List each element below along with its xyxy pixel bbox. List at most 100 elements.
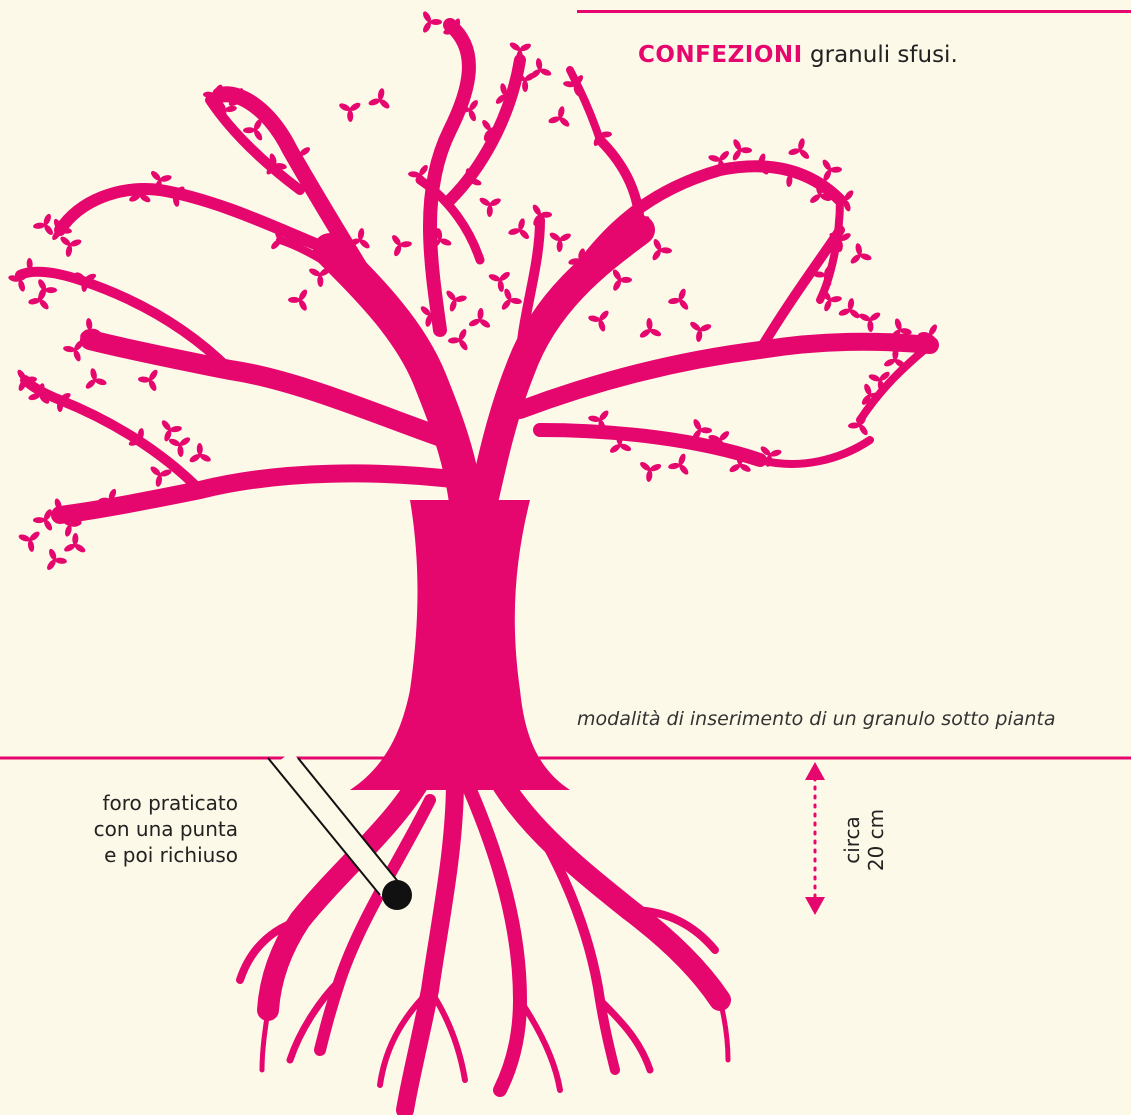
leaf: [646, 470, 653, 483]
trunk-branch: [90, 340, 450, 440]
leaf: [660, 247, 672, 254]
leaf: [695, 330, 703, 343]
leaf: [85, 318, 93, 331]
leaf: [317, 275, 324, 287]
leaf-cluster: [63, 339, 85, 362]
leaf-cluster: [508, 218, 531, 241]
leaf-cluster: [639, 460, 663, 482]
leaf-cluster: [689, 320, 713, 342]
root: [470, 790, 520, 1090]
leaf-cluster: [448, 328, 469, 352]
leaf-cluster: [33, 508, 54, 532]
depth-label: circa 20 cm: [840, 805, 910, 875]
leaf-cluster: [611, 268, 632, 292]
leaf-cluster: [45, 548, 67, 572]
leaf: [487, 205, 493, 217]
leaf: [65, 244, 73, 257]
leaf: [588, 415, 601, 423]
leaf-cluster: [548, 106, 571, 129]
leaf: [27, 539, 35, 552]
diagram-caption: modalità di inserimento di un granulo so…: [577, 708, 1056, 730]
leaf: [497, 280, 505, 293]
double-arrow-icon: [805, 762, 825, 915]
leaf: [556, 240, 563, 252]
leaf: [197, 443, 203, 455]
leaf: [646, 318, 653, 330]
leaf: [620, 277, 632, 283]
leaf: [448, 337, 460, 344]
leaf: [668, 462, 681, 470]
leaf-cluster: [84, 368, 107, 391]
hole-label-line: con una punta: [60, 816, 238, 842]
leaf-cluster: [668, 453, 690, 476]
leaf-cluster: [188, 443, 212, 464]
leaf: [288, 297, 300, 303]
leaf: [847, 298, 855, 311]
leaf-cluster: [821, 158, 842, 182]
leaf: [33, 222, 46, 229]
leaf: [347, 110, 353, 122]
leaf-cluster: [548, 231, 572, 252]
granule-dot-icon: [382, 880, 412, 910]
leaf: [700, 427, 712, 434]
leaf: [224, 105, 237, 113]
leaf-cluster: [731, 138, 752, 162]
root: [720, 1000, 728, 1060]
leaf: [522, 80, 528, 92]
leaf-cluster: [668, 288, 690, 311]
leaf: [535, 58, 543, 71]
leaf-cluster: [445, 289, 468, 312]
hole-label-line: foro praticato: [60, 790, 238, 816]
leaf: [918, 332, 930, 338]
leaf: [377, 88, 385, 101]
root: [520, 1000, 560, 1090]
depth-label-line: 20 cm: [864, 805, 888, 875]
leaf: [477, 308, 484, 320]
leaf: [155, 474, 163, 487]
leaf-cluster: [368, 88, 391, 110]
leaf-cluster: [500, 288, 522, 311]
leaf: [72, 533, 79, 545]
leaf: [510, 297, 523, 305]
leaf-cluster: [59, 235, 82, 257]
leaf: [740, 147, 752, 153]
leaf-cluster: [288, 288, 309, 312]
leaf: [170, 425, 183, 433]
leaf-cluster: [33, 213, 55, 237]
leaf: [430, 19, 442, 25]
leaf: [57, 400, 63, 412]
leaf-cluster: [18, 530, 41, 552]
leaf-cluster: [488, 270, 512, 292]
leaf-cluster: [468, 308, 492, 330]
leaf: [407, 328, 413, 340]
leaf: [357, 228, 365, 241]
leaf: [63, 345, 76, 353]
hole-label: foro praticato con una punta e poi richi…: [60, 790, 238, 868]
trunk-branch: [60, 473, 460, 515]
leaf: [45, 287, 57, 293]
leaf: [830, 295, 843, 303]
trunk-branch: [450, 60, 520, 200]
depth-label-line: circa: [840, 805, 864, 875]
leaf-cluster: [849, 243, 872, 266]
leaf-cluster: [168, 436, 192, 458]
leaf-cluster: [308, 266, 332, 287]
leaf-cluster: [838, 298, 861, 320]
leaf: [138, 376, 150, 383]
leaf: [668, 297, 681, 305]
leaf-cluster: [160, 419, 182, 442]
leaf-cluster: [338, 101, 362, 122]
leaf-cluster: [638, 318, 662, 340]
leaf-cluster: [788, 138, 811, 161]
leaf: [830, 166, 842, 173]
root: [430, 990, 465, 1080]
leaf: [55, 557, 68, 564]
hole-label-line: e poi richiuso: [60, 842, 238, 868]
leaf-cluster: [421, 10, 442, 34]
leaf-cluster: [138, 368, 159, 392]
leaf: [33, 517, 45, 523]
leaf-cluster: [390, 234, 412, 258]
leaf-cluster: [858, 311, 882, 332]
leaf-cluster: [588, 309, 611, 332]
leaf-cluster: [478, 196, 502, 217]
